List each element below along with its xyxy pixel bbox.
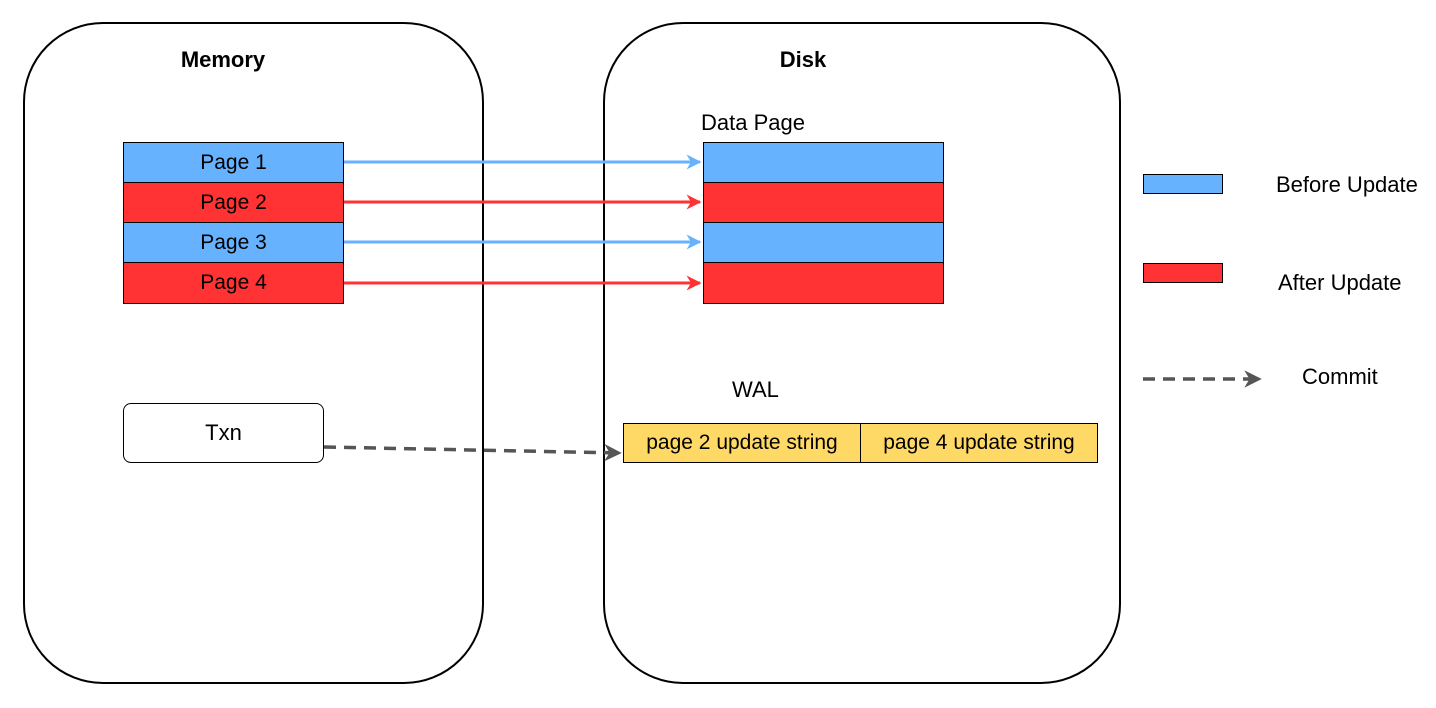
disk-data-page-stack: [703, 142, 944, 304]
legend-swatch-after-update: [1143, 263, 1223, 283]
disk-page-3: [704, 223, 943, 263]
wal-strip: page 2 update string page 4 update strin…: [623, 423, 1098, 463]
disk-title: Disk: [779, 47, 827, 72]
legend-label-before-update: Before Update: [1276, 172, 1418, 197]
wal-label: WAL: [732, 377, 779, 402]
legend-label-after-update: After Update: [1278, 270, 1402, 295]
wal-entry-page-2: page 2 update string: [624, 424, 861, 462]
memory-page-1: Page 1: [124, 143, 343, 183]
memory-title: Memory: [180, 47, 266, 72]
memory-container: [23, 22, 484, 684]
data-page-label: Data Page: [701, 110, 805, 135]
wal-entry-page-4: page 4 update string: [883, 431, 1075, 454]
txn-box: Txn: [123, 403, 324, 463]
disk-container: [603, 22, 1121, 684]
memory-page-3: Page 3: [124, 223, 343, 263]
legend-swatch-before-update: [1143, 174, 1223, 194]
disk-page-4: [704, 263, 943, 303]
memory-page-stack: Page 1 Page 2 Page 3 Page 4: [123, 142, 344, 304]
disk-page-2: [704, 183, 943, 223]
memory-page-4: Page 4: [124, 263, 343, 303]
disk-page-1: [704, 143, 943, 183]
memory-page-2: Page 2: [124, 183, 343, 223]
legend-label-commit: Commit: [1302, 364, 1378, 389]
